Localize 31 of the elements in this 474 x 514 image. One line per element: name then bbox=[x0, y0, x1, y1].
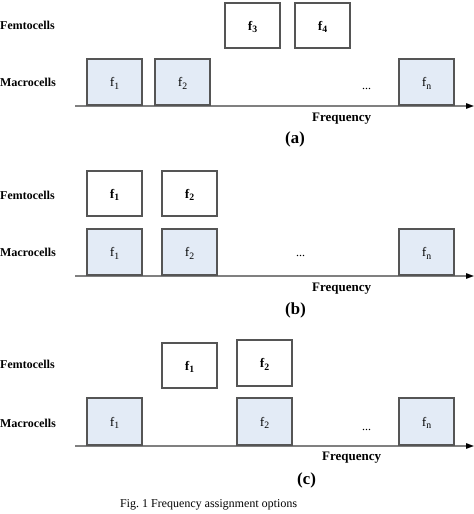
femtocell-channel-box: f$_{2}$ bbox=[236, 339, 293, 387]
femtocell-channel-box: f$_{3}$ bbox=[224, 2, 281, 49]
femtocell-channel-box: f$_{1}$ bbox=[161, 342, 218, 389]
panel-label: (c) bbox=[297, 468, 316, 490]
macrocell-channel-box: f$_{n}$ bbox=[398, 397, 455, 446]
row-label: Femtocells bbox=[0, 187, 55, 204]
femtocell-channel-box: f$_{1}$ bbox=[86, 170, 143, 217]
macrocell-channel-box: f$_{n}$ bbox=[398, 228, 455, 276]
macrocell-channel-box: f$_{1}$ bbox=[86, 228, 143, 276]
axis-label: Frequency bbox=[312, 108, 371, 126]
row-label: Macrocells bbox=[0, 415, 56, 432]
ellipsis: ... bbox=[296, 244, 305, 261]
ellipsis: ... bbox=[362, 418, 371, 435]
figure-caption: Fig. 1 Frequency assignment options bbox=[120, 495, 297, 512]
axis-label: Frequency bbox=[322, 447, 381, 465]
macrocell-channel-box: f$_{2}$ bbox=[154, 58, 211, 106]
row-label: Macrocells bbox=[0, 74, 56, 91]
femtocell-channel-box: f$_{2}$ bbox=[161, 170, 218, 217]
ellipsis: ... bbox=[362, 77, 371, 94]
macrocell-channel-box: f$_{1}$ bbox=[86, 397, 143, 446]
panel-label: (a) bbox=[285, 127, 305, 149]
femtocell-channel-box: f$_{4}$ bbox=[294, 2, 351, 49]
macrocell-channel-box: f$_{2}$ bbox=[161, 228, 218, 276]
axis-label: Frequency bbox=[312, 278, 371, 296]
macrocell-channel-box: f$_{1}$ bbox=[86, 58, 143, 106]
row-label: Macrocells bbox=[0, 244, 56, 261]
panel-label: (b) bbox=[285, 298, 306, 320]
row-label: Femtocells bbox=[0, 356, 55, 373]
row-label: Femtocells bbox=[0, 17, 55, 34]
macrocell-channel-box: f$_{2}$ bbox=[236, 397, 293, 446]
macrocell-channel-box: f$_{n}$ bbox=[398, 58, 455, 106]
